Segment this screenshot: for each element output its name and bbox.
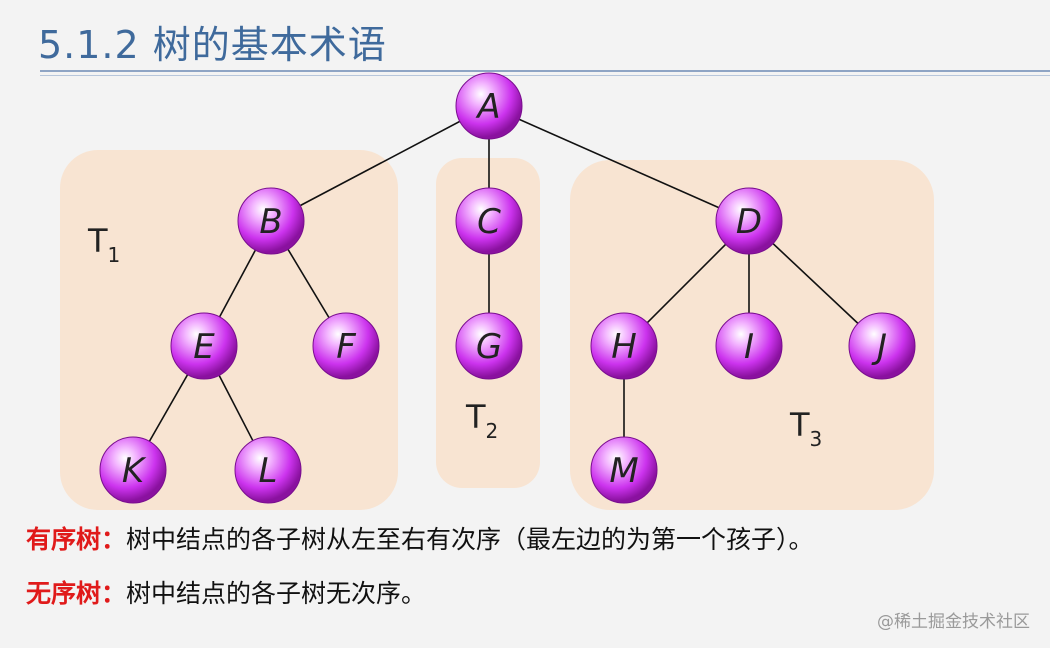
- definition-text: 树中结点的各子树无次序。: [126, 579, 427, 608]
- title-rule: [40, 70, 1050, 72]
- node-circle: [234, 436, 302, 504]
- node-label: L: [259, 451, 278, 491]
- title-rule-thin: [40, 75, 1050, 76]
- node-circle: [590, 436, 658, 504]
- node-circle: [455, 72, 523, 140]
- node-circle: [455, 187, 523, 255]
- node-label: H: [611, 327, 637, 367]
- watermark: @稀土掘金技术社区: [877, 612, 1030, 632]
- definition-term: 有序树：: [26, 525, 127, 554]
- slide-title: 5.1.2 树的基本术语: [38, 23, 387, 67]
- definition-text: 树中结点的各子树从左至右有次序（最左边的为第一个孩子）。: [126, 525, 814, 554]
- node-label: B: [259, 202, 282, 242]
- node-g: G: [455, 312, 523, 380]
- node-k: K: [99, 436, 167, 504]
- subtree-label-t2: T2: [465, 398, 498, 443]
- node-circle: [590, 312, 658, 380]
- node-j: J: [848, 312, 916, 380]
- node-circle: [715, 187, 783, 255]
- node-label: K: [122, 451, 147, 491]
- node-label: C: [477, 202, 501, 242]
- node-i: I: [715, 312, 783, 380]
- node-label: E: [193, 327, 215, 367]
- definition-term: 无序树：: [26, 579, 127, 608]
- node-label: G: [476, 327, 502, 367]
- node-m: M: [590, 436, 658, 504]
- node-circle: [237, 187, 305, 255]
- node-c: C: [455, 187, 523, 255]
- node-circle: [170, 312, 238, 380]
- node-f: F: [312, 312, 380, 380]
- node-label: F: [336, 327, 356, 367]
- edge-a-d: [488, 105, 750, 222]
- node-label: M: [609, 451, 638, 491]
- node-e: E: [170, 312, 238, 380]
- node-label: A: [475, 87, 500, 127]
- node-a: A: [455, 72, 523, 140]
- subtree-label-t1: T1: [87, 222, 120, 267]
- node-circle: [715, 312, 783, 380]
- node-circle: [848, 312, 916, 380]
- node-d: D: [715, 187, 783, 255]
- node-label: I: [744, 327, 754, 367]
- node-label: D: [736, 202, 762, 242]
- node-b: B: [237, 187, 305, 255]
- subtree-label-t3: T3: [789, 406, 822, 451]
- definition-ordered-tree: 有序树：树中结点的各子树从左至右有次序（最左边的为第一个孩子）。: [26, 520, 814, 556]
- node-h: H: [590, 312, 658, 380]
- node-circle: [455, 312, 523, 380]
- definition-unordered-tree: 无序树：树中结点的各子树无次序。: [26, 574, 426, 610]
- node-circle: [99, 436, 167, 504]
- node-l: L: [234, 436, 302, 504]
- node-circle: [312, 312, 380, 380]
- edge-a-b: [270, 105, 490, 222]
- tree-nodes: A B C D E F G H I J K L M: [99, 72, 916, 504]
